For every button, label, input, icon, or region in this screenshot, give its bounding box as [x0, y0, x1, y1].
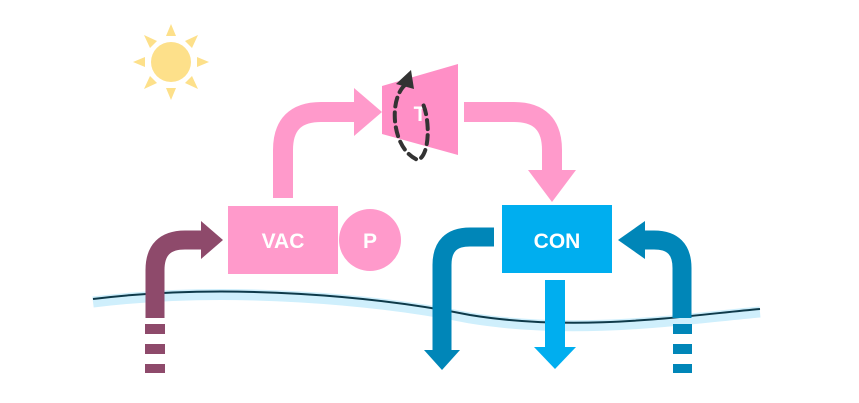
condenser-label: CON [534, 230, 581, 253]
turbine: T [382, 64, 458, 155]
sea-surface [92, 289, 761, 332]
pump-component: P [339, 209, 401, 271]
exhaust-flow-arrow [464, 102, 576, 202]
warm-seawater-inflow-arrow [145, 221, 223, 373]
cold-seawater-inflow-arrow [618, 221, 692, 373]
vac-component: VAC [228, 206, 338, 274]
vapor-flow-arrow [273, 88, 382, 198]
condensate-outflow-arrow [534, 280, 576, 369]
condenser-component: CON [502, 205, 612, 273]
rotation-arrow-icon [392, 70, 430, 163]
sun-icon [133, 24, 209, 100]
cold-water-outflow-arrow [424, 227, 494, 370]
vac-label: VAC [262, 230, 305, 253]
pump-label: P [363, 230, 377, 253]
